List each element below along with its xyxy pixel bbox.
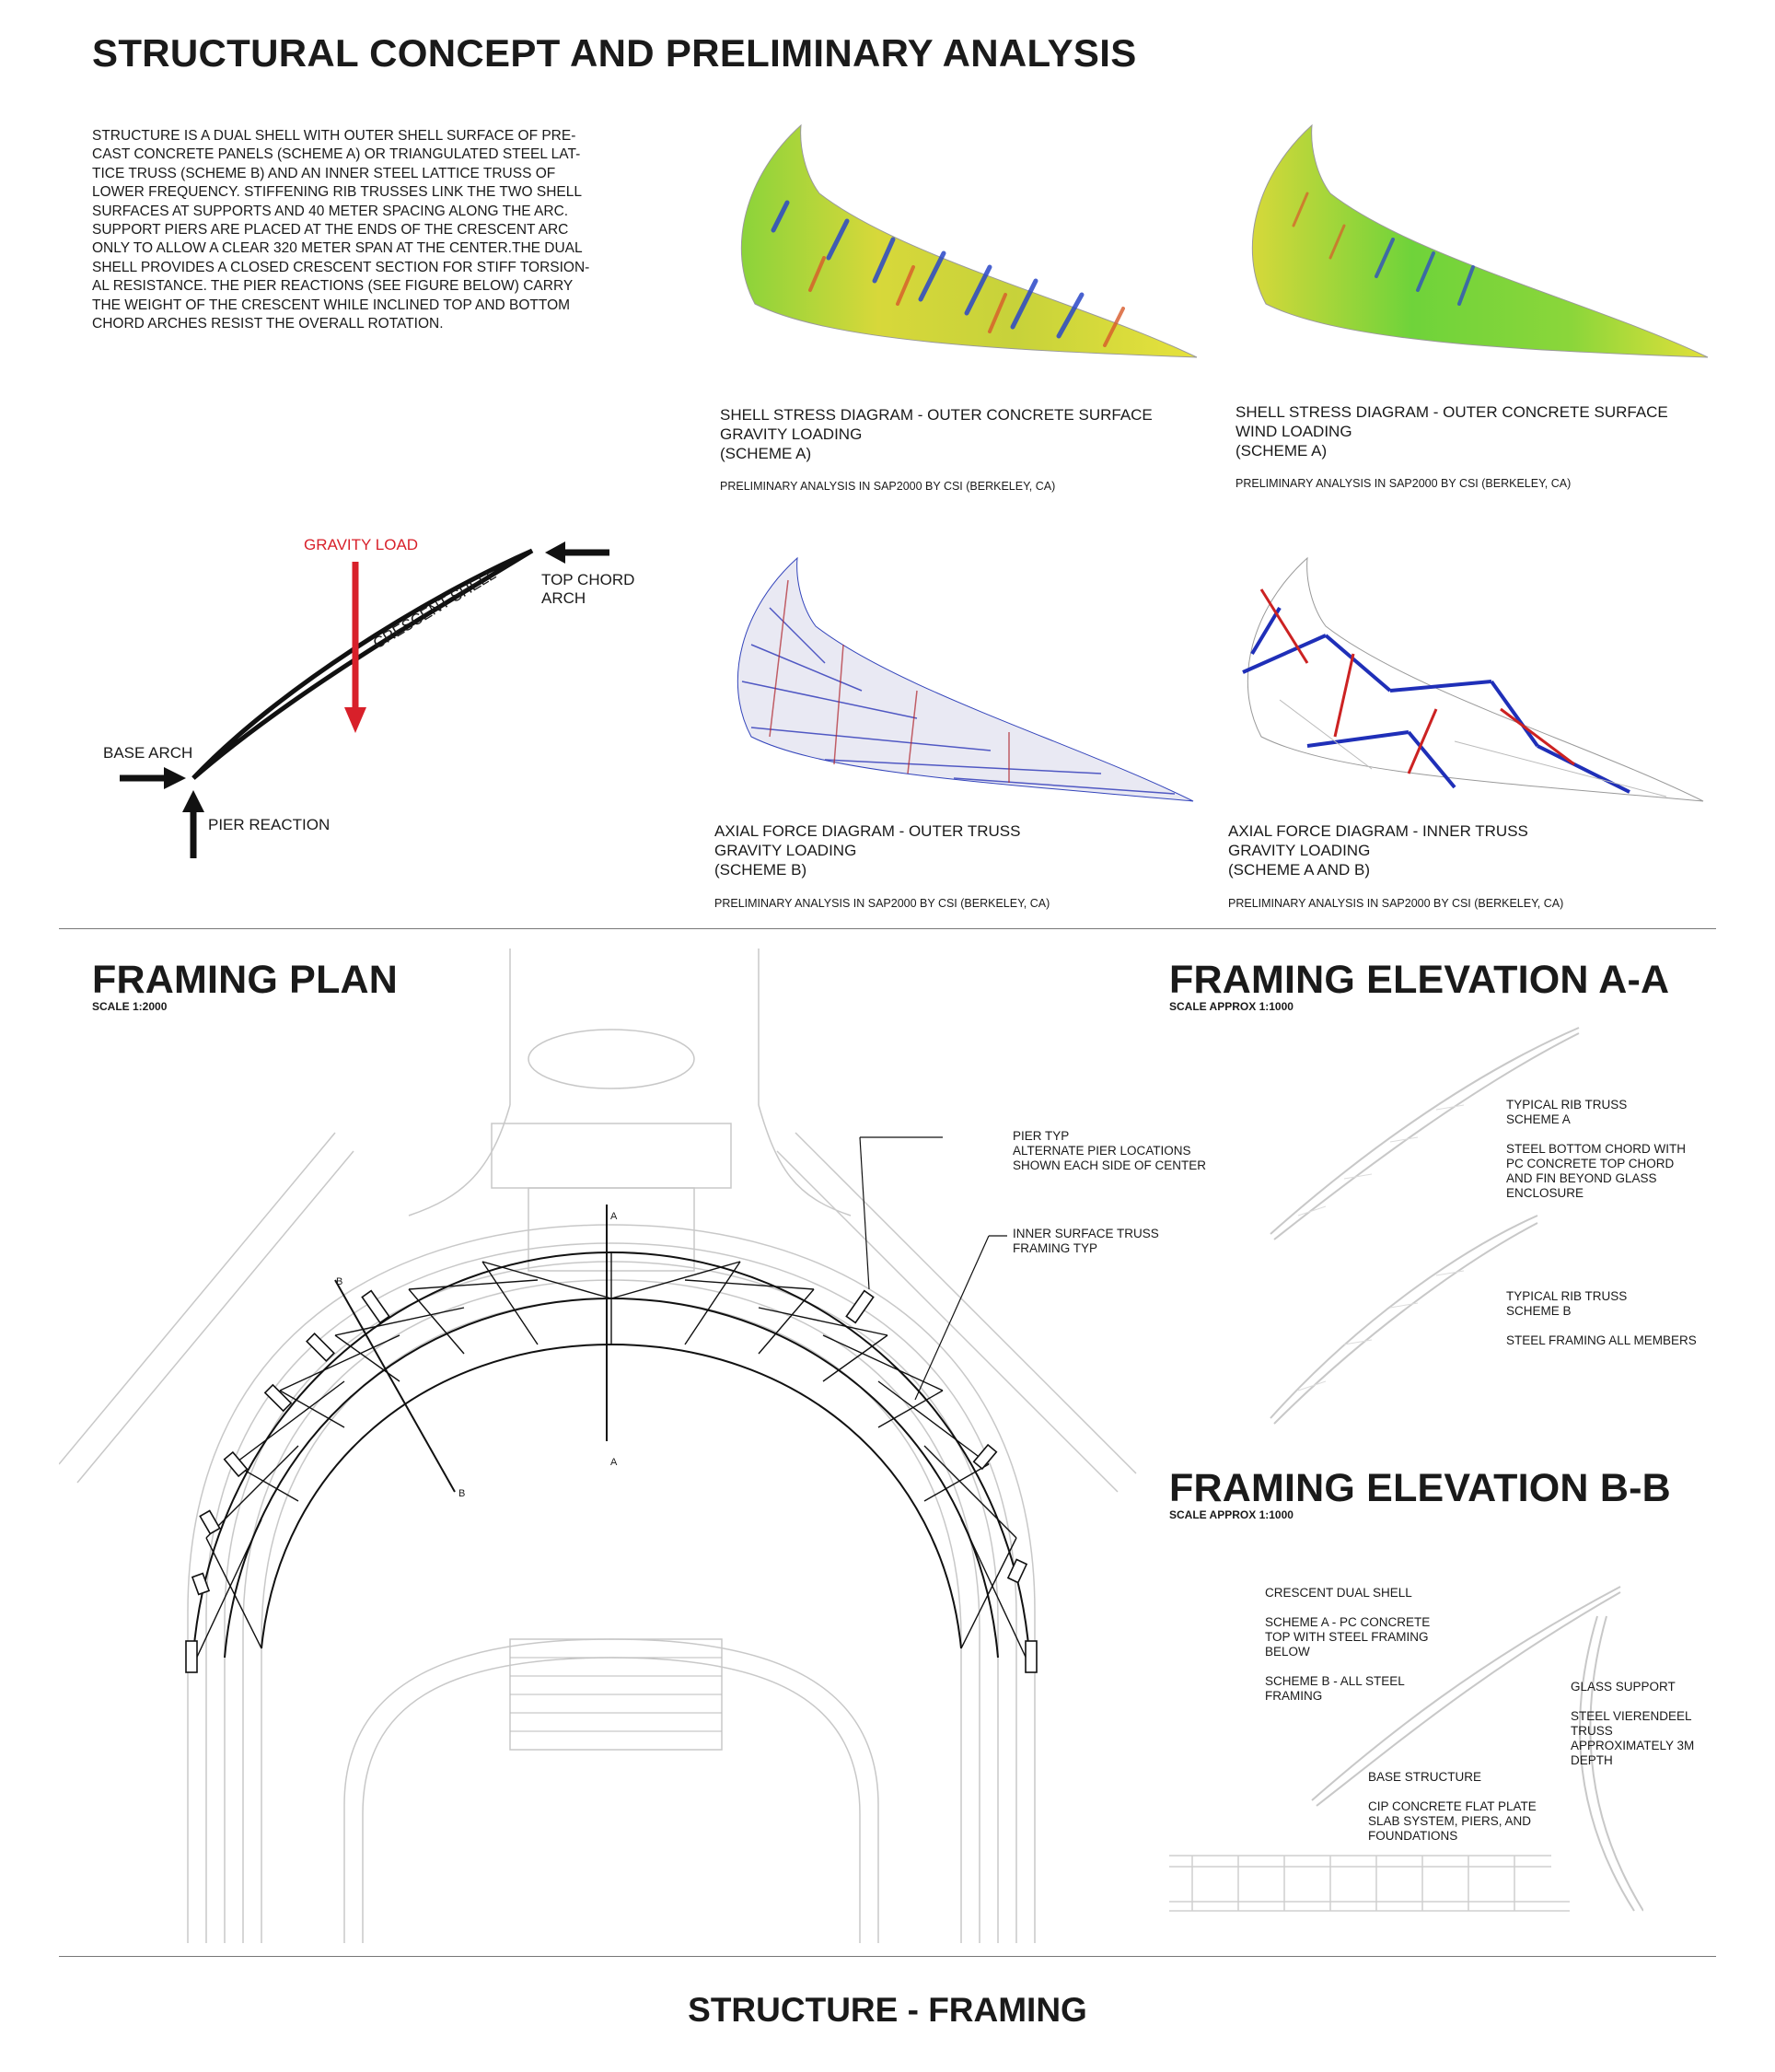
elevation-aa-note-4: STEEL FRAMING ALL MEMBERS: [1506, 1333, 1697, 1347]
elevation-bb-note-5: STEEL VIERENDEEL TRUSS APPROXIMATELY 3M …: [1571, 1709, 1695, 1767]
elevation-bb-note-6: BASE STRUCTURE: [1368, 1770, 1482, 1784]
elevation-bb-note-2: SCHEME A - PC CONCRETE TOP WITH STEEL FR…: [1265, 1615, 1431, 1659]
axial-force-inner-truss-diagram: [1242, 556, 1704, 802]
panel-source-1: PRELIMINARY ANALYSIS IN SAP2000 BY CSI (…: [720, 480, 1056, 493]
page-footer: STRUCTURE - FRAMING: [688, 1991, 1087, 2029]
inner-truss-note: INNER SURFACE TRUSS FRAMING TYP: [1013, 1227, 1159, 1255]
crescent-concept-diagram: [120, 541, 609, 858]
top-chord-arch-label: TOP CHORD ARCH: [541, 571, 635, 607]
section-divider-top: [59, 928, 1716, 929]
panel-source-2: PRELIMINARY ANALYSIS IN SAP2000 BY CSI (…: [1236, 477, 1572, 490]
elevation-aa-scale: SCALE APPROX 1:1000: [1169, 1000, 1294, 1013]
pier-reaction-label: PIER REACTION: [208, 816, 331, 833]
panel-caption-2: SHELL STRESS DIAGRAM - OUTER CONCRETE SU…: [1236, 403, 1668, 460]
base-arch-label: BASE ARCH: [103, 744, 193, 762]
axial-force-outer-truss-diagram: [737, 556, 1194, 802]
section-b-marker-top: B: [336, 1276, 343, 1287]
elevation-bb-scale: SCALE APPROX 1:1000: [1169, 1508, 1294, 1521]
page-title: STRUCTURAL CONCEPT AND PRELIMINARY ANALY…: [92, 31, 1137, 75]
gravity-arrow-head: [344, 707, 366, 733]
shell-stress-wind-diagram: [1251, 123, 1709, 358]
gravity-load-label: GRAVITY LOAD: [304, 536, 419, 553]
elevation-bb-note-7: CIP CONCRETE FLAT PLATE SLAB SYSTEM, PIE…: [1368, 1799, 1537, 1843]
description-text: STRUCTURE IS A DUAL SHELL WITH OUTER SHE…: [92, 128, 590, 332]
elevation-aa-note-1: TYPICAL RIB TRUSS SCHEME A: [1506, 1098, 1628, 1126]
framing-plan-drawing: [59, 949, 1137, 1943]
panel-caption-3: AXIAL FORCE DIAGRAM - OUTER TRUSS GRAVIT…: [714, 822, 1021, 879]
elevation-bb-drawing: [1169, 1586, 1643, 1912]
panel-caption-4: AXIAL FORCE DIAGRAM - INNER TRUSS GRAVIT…: [1228, 822, 1528, 879]
elevation-bb-note-3: SCHEME B - ALL STEEL FRAMING: [1265, 1674, 1405, 1703]
pier-note: PIER TYP ALTERNATE PIER LOCATIONS SHOWN …: [1013, 1129, 1207, 1172]
framing-plan-scale: SCALE 1:2000: [92, 1000, 168, 1013]
elevation-aa-note-2: STEEL BOTTOM CHORD WITH PC CONCRETE TOP …: [1506, 1142, 1687, 1200]
elevation-aa-note-3: TYPICAL RIB TRUSS SCHEME B: [1506, 1289, 1628, 1318]
elevation-bb-note-4: GLASS SUPPORT: [1571, 1680, 1676, 1694]
panel-caption-1: SHELL STRESS DIAGRAM - OUTER CONCRETE SU…: [720, 406, 1153, 462]
section-a-marker-top: A: [610, 1211, 618, 1222]
elevation-bb-title: FRAMING ELEVATION B-B: [1169, 1466, 1671, 1510]
elevation-aa-title: FRAMING ELEVATION A-A: [1169, 958, 1670, 1002]
framing-plan-title: FRAMING PLAN: [92, 958, 399, 1002]
section-b-marker-bottom: B: [458, 1488, 466, 1499]
panel-source-4: PRELIMINARY ANALYSIS IN SAP2000 BY CSI (…: [1228, 897, 1564, 910]
shell-stress-gravity-diagram: [740, 123, 1198, 358]
section-divider-bottom: [59, 1956, 1716, 1957]
elevation-aa-drawing: [1270, 1027, 1580, 1425]
panel-source-3: PRELIMINARY ANALYSIS IN SAP2000 BY CSI (…: [714, 897, 1050, 910]
section-a-marker-bottom: A: [610, 1457, 618, 1468]
crescent-shell-shape: [191, 548, 534, 780]
elevation-bb-note-1: CRESCENT DUAL SHELL: [1265, 1586, 1412, 1600]
